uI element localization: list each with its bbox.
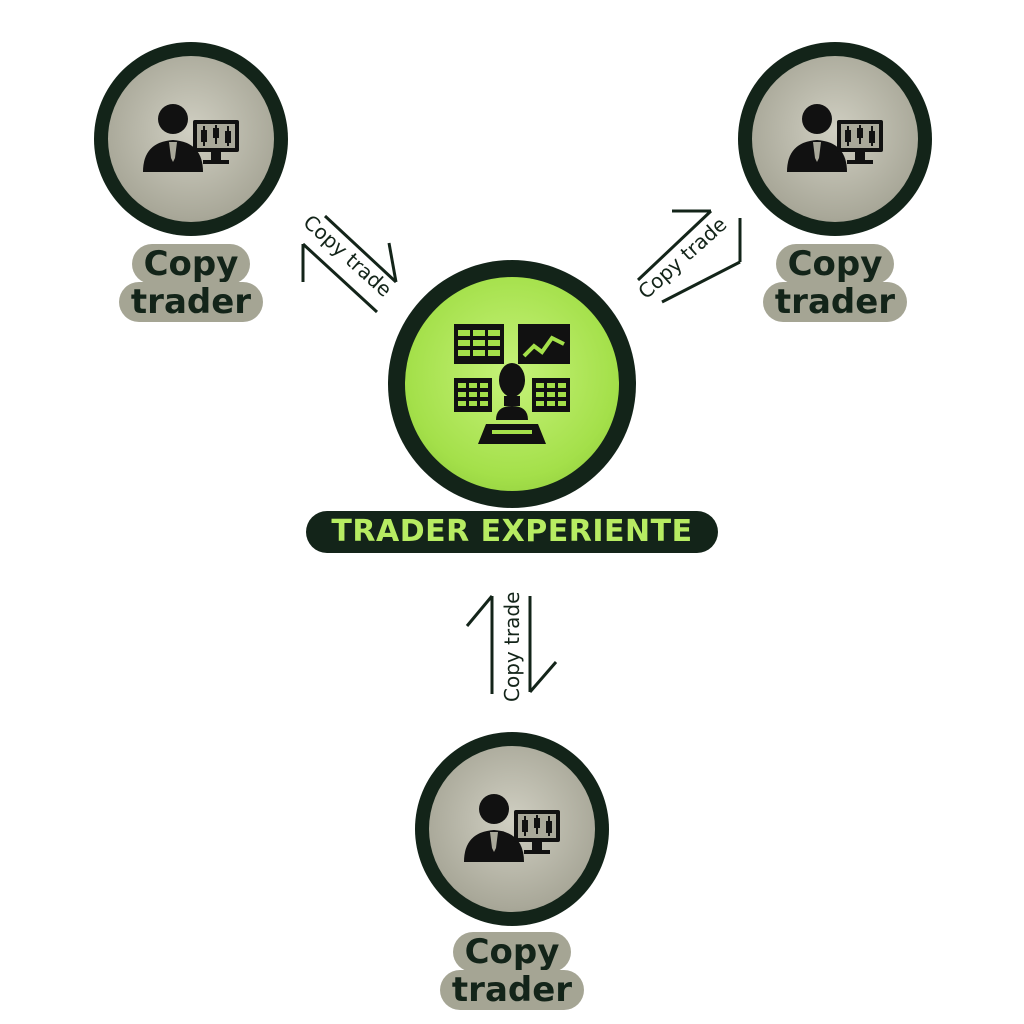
connection-bottom: Copy trade [465, 592, 558, 702]
copy-trader-label-line1: Copy [452, 932, 572, 972]
copy-trader-label-line2: trader [762, 282, 908, 322]
copy-trader-label-line2: trader [439, 970, 585, 1010]
copy-trader-node-bottom [415, 732, 609, 926]
copy-trader-label-top-left: Copy trader [94, 244, 288, 322]
copy-trader-label-bottom: Copy trader [415, 932, 609, 1010]
connection-top-right: Copy trade [633, 209, 742, 304]
copy-trader-node-top-right [738, 42, 932, 236]
trader-computer-icon [464, 794, 560, 862]
connection-label-top-right: Copy trade [633, 212, 731, 304]
trader-experiente-node [388, 260, 636, 508]
copy-trader-label-line1: Copy [775, 244, 895, 284]
connection-top-left: Copy trade [299, 210, 398, 314]
connection-label-top-left: Copy trade [299, 210, 397, 302]
copy-trader-label-line2: trader [118, 282, 264, 322]
trader-dashboard-icon [454, 324, 570, 444]
copy-trader-node-top-left [94, 42, 288, 236]
trader-experiente-label: TRADER EXPERIENTE [306, 511, 718, 553]
copy-trader-label-line1: Copy [131, 244, 251, 284]
trader-computer-icon [787, 104, 883, 172]
connection-label-bottom: Copy trade [500, 592, 524, 702]
trader-computer-icon [143, 104, 239, 172]
copy-trader-label-top-right: Copy trader [738, 244, 932, 322]
